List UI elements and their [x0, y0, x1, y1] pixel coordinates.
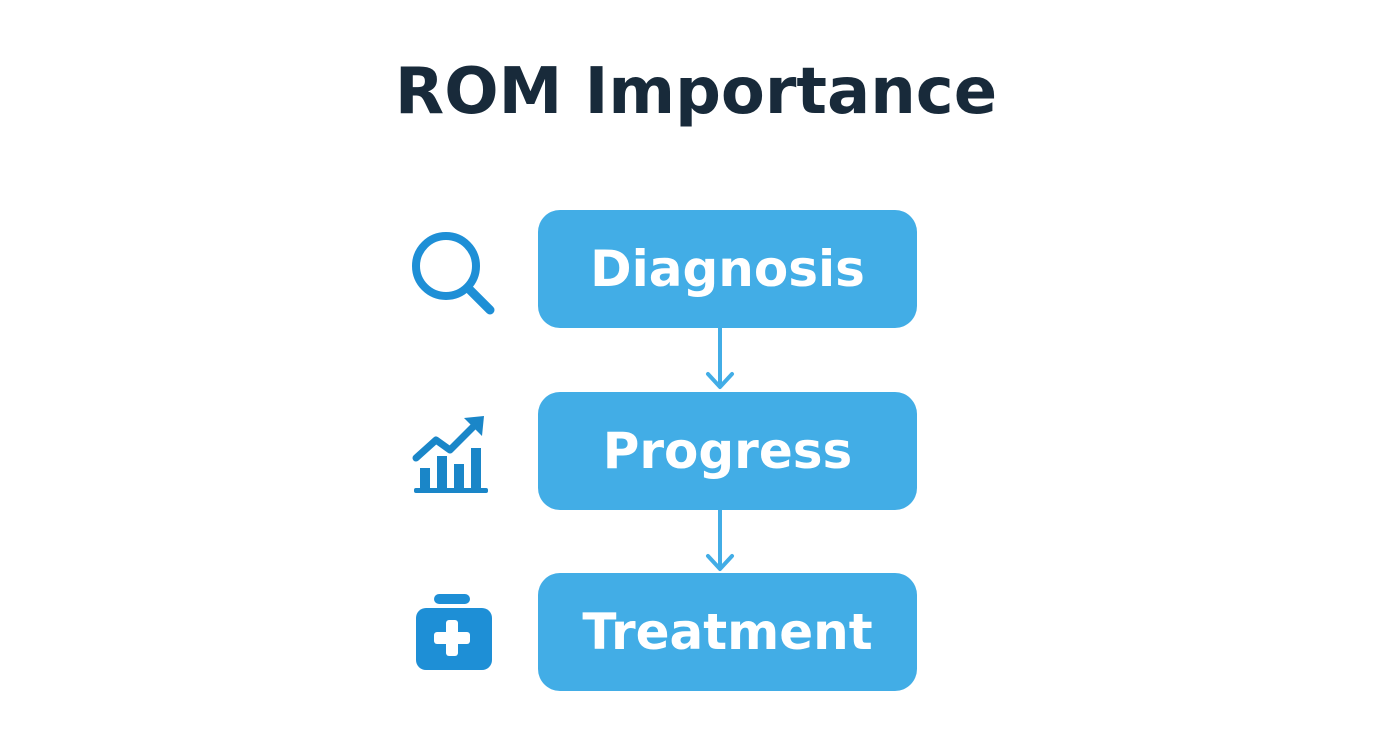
step-label: Treatment — [582, 603, 873, 661]
diagram-title: ROM Importance — [394, 55, 998, 129]
arrow-down-connector — [706, 328, 734, 389]
chart-growth-icon — [412, 416, 488, 493]
step-diagnosis: Diagnosis — [538, 210, 917, 328]
step-treatment: Treatment — [538, 573, 917, 691]
step-progress: Progress — [538, 392, 917, 510]
medical-kit-icon — [416, 594, 492, 670]
arrow-down-connector — [706, 510, 734, 571]
search-icon — [412, 232, 495, 315]
step-label: Diagnosis — [590, 240, 865, 298]
step-label: Progress — [602, 422, 853, 480]
